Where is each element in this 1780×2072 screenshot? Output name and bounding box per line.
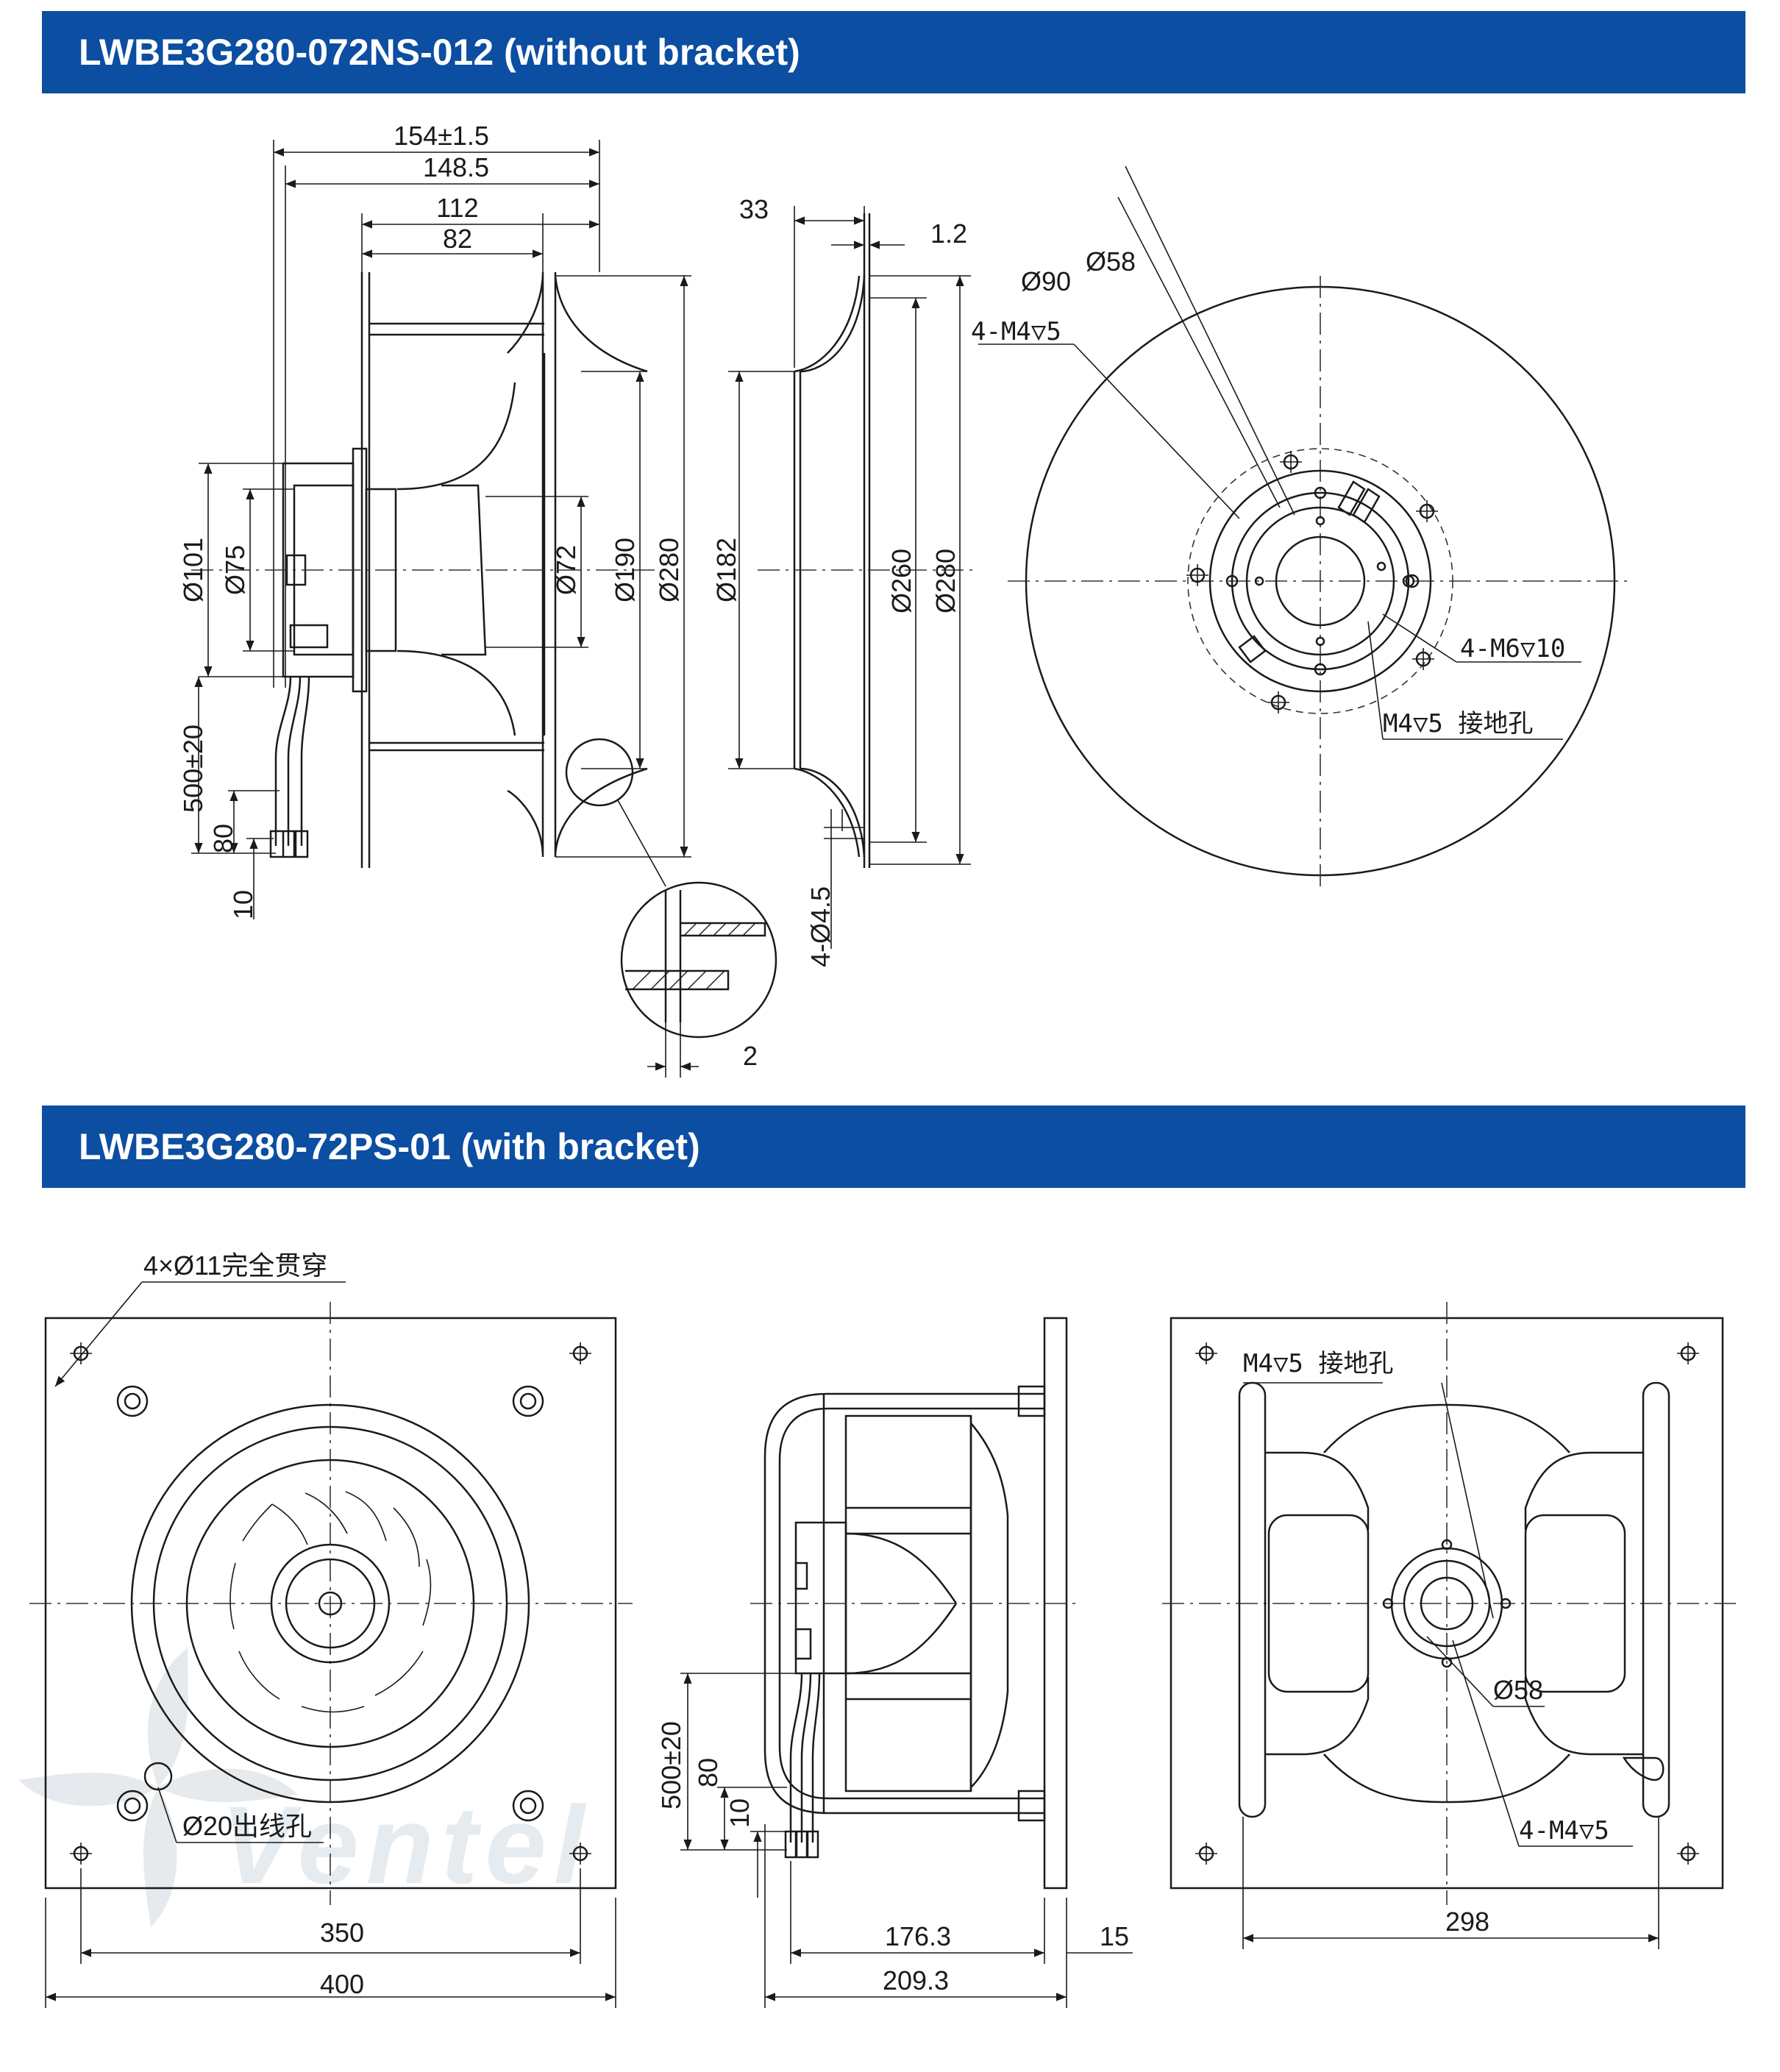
inlet-view: 33 1.2 Ø182 Ø260 Ø280 4-Ø4.5 [711, 194, 978, 967]
dim-width-112: 112 [436, 193, 478, 223]
dim-hole-spacing-350: 350 [320, 1918, 364, 1948]
section-title: LWBE3G280-72PS-01 (with bracket) [79, 1126, 700, 1167]
dim-thickness-1-2: 1.2 [930, 218, 967, 249]
label-m4-holes: 4-M4▽5 [971, 317, 1061, 346]
dim-diameter-182: Ø182 [711, 538, 741, 602]
dim-width-154: 154±1.5 [394, 121, 489, 151]
label-m6-holes: 4-M6▽10 [1460, 634, 1565, 663]
section-header-with-bracket: LWBE3G280-72PS-01 (with bracket) [42, 1106, 1745, 1188]
label-ground-hole: M4▽5 接地孔 [1383, 709, 1533, 738]
mounting-hole-icons [1186, 451, 1438, 713]
rear-view-with-bracket: M4▽5 接地孔 Ø58 4-M4▽5 298 [1162, 1302, 1736, 1949]
dim-plate-thickness-15: 15 [1100, 1921, 1129, 1951]
dim-depth-209: 209.3 [883, 1965, 949, 1996]
dim-cable-10: 10 [228, 890, 258, 919]
dim-cable-80: 80 [208, 824, 238, 853]
dim-diameter-260: Ø260 [886, 549, 916, 613]
section-title: LWBE3G280-072NS-012 (without bracket) [79, 32, 800, 73]
side-view-without-bracket: 154±1.5 148.5 112 82 Ø101 Ø75 [178, 121, 691, 919]
section-header-without-bracket: LWBE3G280-072NS-012 (without bracket) [42, 11, 1745, 93]
side-view-with-bracket: 500±20 80 10 176.3 15 209.3 [656, 1317, 1133, 2008]
dim-cable-500: 500±20 [178, 725, 208, 813]
dim-cable-10: 10 [725, 1798, 755, 1828]
dim-bracket-width-298: 298 [1445, 1907, 1489, 1937]
dim-diameter-190: Ø190 [610, 538, 640, 602]
dim-holes-4-5: 4-Ø4.5 [805, 886, 836, 967]
dim-thickness-2: 2 [743, 1041, 758, 1071]
dim-depth-176: 176.3 [885, 1921, 951, 1951]
label-cable-hole: Ø20出线孔 [182, 1811, 312, 1841]
label-diameter-58: Ø58 [1493, 1675, 1543, 1705]
front-view-with-bracket: 4×Ø11完全贯穿 Ø20出线孔 350 400 [29, 1250, 633, 2008]
dim-plate-width-400: 400 [320, 1969, 364, 1999]
mounting-hole-icons [70, 1342, 591, 1865]
label-diameter-58: Ø58 [1086, 246, 1136, 277]
dim-depth-33: 33 [739, 194, 769, 224]
dim-cable-500: 500±20 [656, 1721, 686, 1809]
dim-diameter-280-inlet: Ø280 [930, 549, 961, 613]
label-through-holes: 4×Ø11完全贯穿 [143, 1250, 327, 1281]
label-m4-holes: 4-M4▽5 [1519, 1816, 1609, 1845]
dim-diameter-72: Ø72 [551, 545, 581, 595]
watermark: Ventel [18, 1648, 592, 1927]
front-view-without-bracket: Ø58 Ø90 4-M4▽5 4-M6▽10 M4▽5 接地孔 [971, 165, 1633, 886]
impeller-blades [229, 1491, 432, 1713]
detail-view: 2 [620, 881, 777, 1078]
dim-diameter-280: Ø280 [654, 538, 684, 602]
dim-diameter-75: Ø75 [220, 545, 250, 595]
watermark-fan-logo [18, 1648, 298, 1927]
dim-diameter-101: Ø101 [178, 538, 208, 602]
dim-width-82: 82 [443, 224, 472, 254]
watermark-text: Ventel [221, 1783, 592, 1907]
dim-cable-80: 80 [693, 1758, 723, 1787]
label-ground-hole: M4▽5 接地孔 [1243, 1349, 1393, 1378]
label-diameter-90: Ø90 [1021, 266, 1071, 296]
dim-width-148: 148.5 [423, 152, 489, 182]
